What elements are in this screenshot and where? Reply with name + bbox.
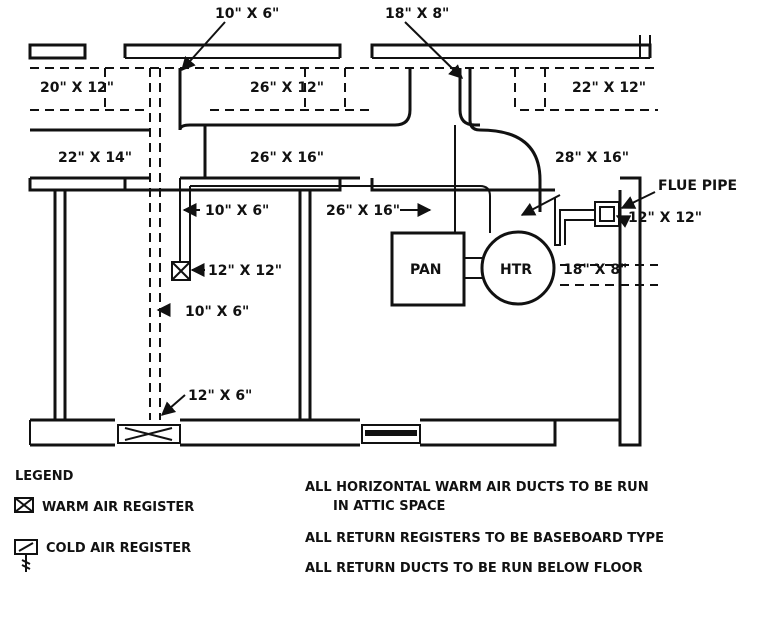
dim-26x16-top: 26" X 16" — [250, 150, 324, 166]
pan-box — [390, 231, 466, 307]
heater-circle — [480, 230, 556, 306]
dim-10x6-low: 10" X 6" — [185, 304, 249, 320]
legend-cold-label: COLD AIR REGISTER — [46, 541, 191, 556]
dim-22x12: 22" X 12" — [572, 80, 646, 96]
dim-28x16: 28" X 16" — [555, 150, 629, 166]
warm-air-ducts — [30, 67, 658, 420]
note-1a: ALL HORIZONTAL WARM AIR DUCTS TO BE RUN — [305, 480, 649, 495]
dim-10x6-top: 10" X 6" — [215, 6, 279, 22]
dim-10x6-mid: 10" X 6" — [205, 203, 269, 219]
dim-18x8-right: 18" X 8" — [563, 262, 627, 278]
dim-18x8-top: 18" X 8" — [385, 6, 449, 22]
note-3: ALL RETURN DUCTS TO BE RUN BELOW FLOOR — [305, 561, 643, 576]
dim-12x6: 12" X 6" — [188, 388, 252, 404]
legend-cold-icon — [14, 539, 38, 572]
flue-pipe-label: FLUE PIPE — [658, 178, 737, 194]
legend-warm-icon — [14, 497, 34, 513]
leader-arrows — [156, 21, 656, 416]
dim-12x12-flue: 12" X 12" — [628, 210, 702, 226]
flue-pipe-symbol — [594, 201, 620, 227]
note-1b: IN ATTIC SPACE — [333, 499, 445, 514]
legend-warm-label: WARM AIR REGISTER — [42, 500, 194, 515]
note-2: ALL RETURN REGISTERS TO BE BASEBOARD TYP… — [305, 531, 664, 546]
building-walls — [28, 176, 642, 447]
warm-air-register-symbol — [171, 261, 191, 281]
legend-title: LEGEND — [15, 469, 74, 484]
dim-26x12: 26" X 12" — [250, 80, 324, 96]
top-wall-segments — [28, 35, 652, 60]
pan-label: PAN — [410, 262, 442, 278]
dim-12x12-register: 12" X 12" — [208, 263, 282, 279]
pan-heater-connector — [464, 257, 482, 279]
dim-22x14: 22" X 14" — [58, 150, 132, 166]
dim-26x16-mid: 26" X 16" — [326, 203, 400, 219]
heater-label: HTR — [500, 262, 532, 278]
dim-20x12: 20" X 12" — [40, 80, 114, 96]
